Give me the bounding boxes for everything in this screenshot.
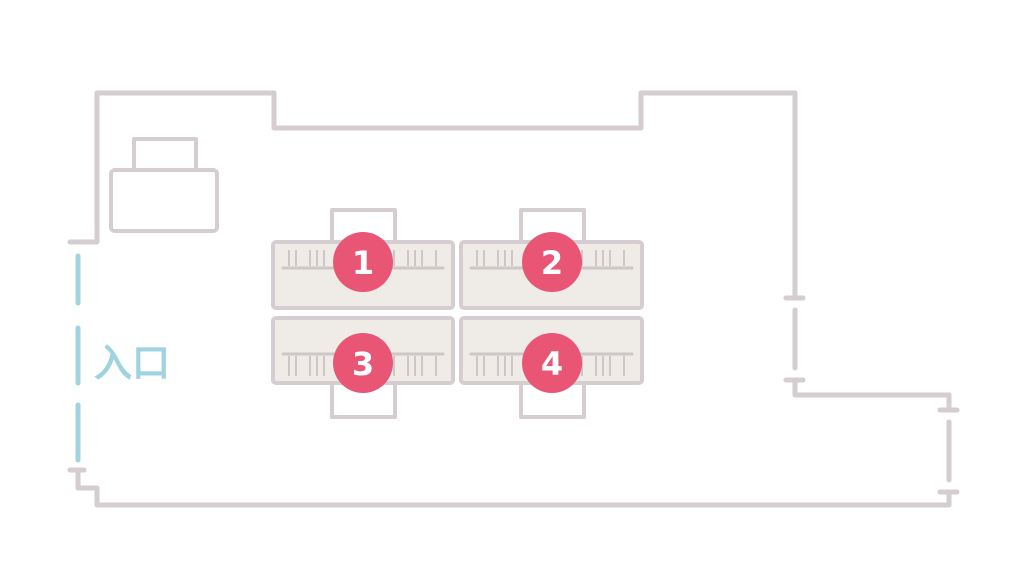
marker-label: 2	[541, 244, 563, 282]
marker-label: 1	[352, 244, 374, 282]
marker-3: 3	[333, 333, 393, 393]
bench	[109, 168, 219, 233]
marker-circle	[333, 333, 393, 393]
marker-2: 2	[522, 232, 582, 292]
marker-label: 3	[352, 345, 374, 383]
chair-4	[519, 382, 586, 419]
marker-circle	[333, 232, 393, 292]
entrance-label: 入口	[94, 341, 170, 385]
outer-wall	[75, 90, 798, 301]
marker-label: 4	[541, 345, 563, 383]
chair-3	[330, 382, 397, 419]
chair-1	[330, 208, 397, 244]
marker-1: 1	[333, 232, 393, 292]
marker-circle	[522, 333, 582, 393]
outer-wall-right	[792, 377, 952, 413]
marker-circle	[522, 232, 582, 292]
marker-4: 4	[522, 333, 582, 393]
bench-back	[132, 137, 198, 170]
chair-2	[519, 208, 586, 244]
outer-wall-bottom	[75, 485, 952, 508]
